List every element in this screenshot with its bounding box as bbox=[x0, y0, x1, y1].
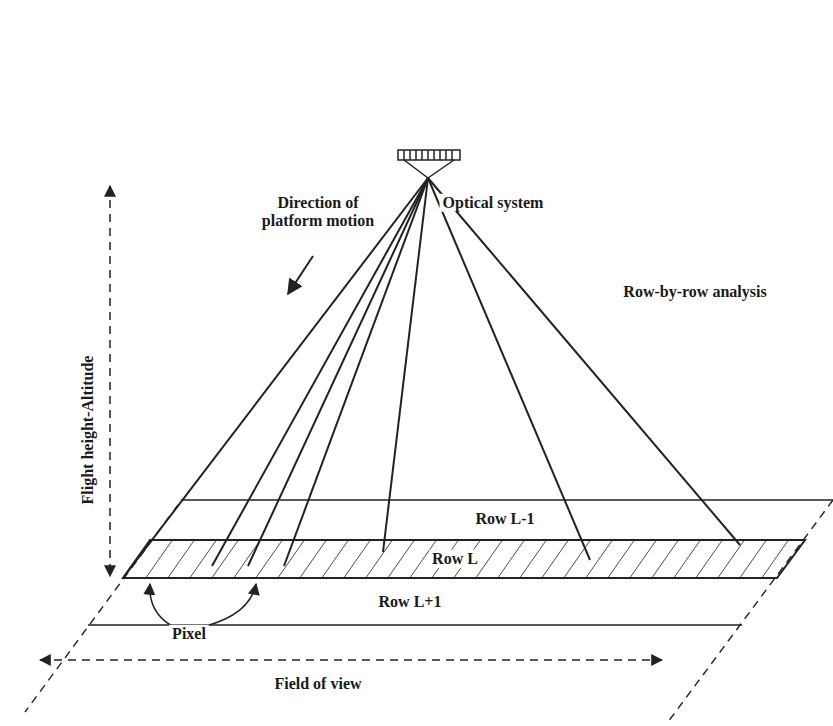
view-rays bbox=[123, 178, 740, 578]
analysis-label: Row-by-row analysis bbox=[620, 283, 769, 301]
row-label: Row L bbox=[429, 550, 481, 568]
row-label: Row L+1 bbox=[376, 593, 445, 611]
pixel-label: Pixel bbox=[169, 625, 209, 643]
fov-label: Field of view bbox=[271, 675, 364, 693]
motion-label: Direction of platform motion bbox=[256, 194, 380, 231]
row-label: Row L-1 bbox=[472, 510, 537, 528]
ground-plane bbox=[25, 500, 833, 722]
sensor-array bbox=[398, 150, 460, 178]
dimension-arrows bbox=[40, 186, 662, 660]
altitude-label: Flight height-Altitude bbox=[79, 353, 97, 508]
optics-label: Optical system bbox=[440, 194, 547, 212]
